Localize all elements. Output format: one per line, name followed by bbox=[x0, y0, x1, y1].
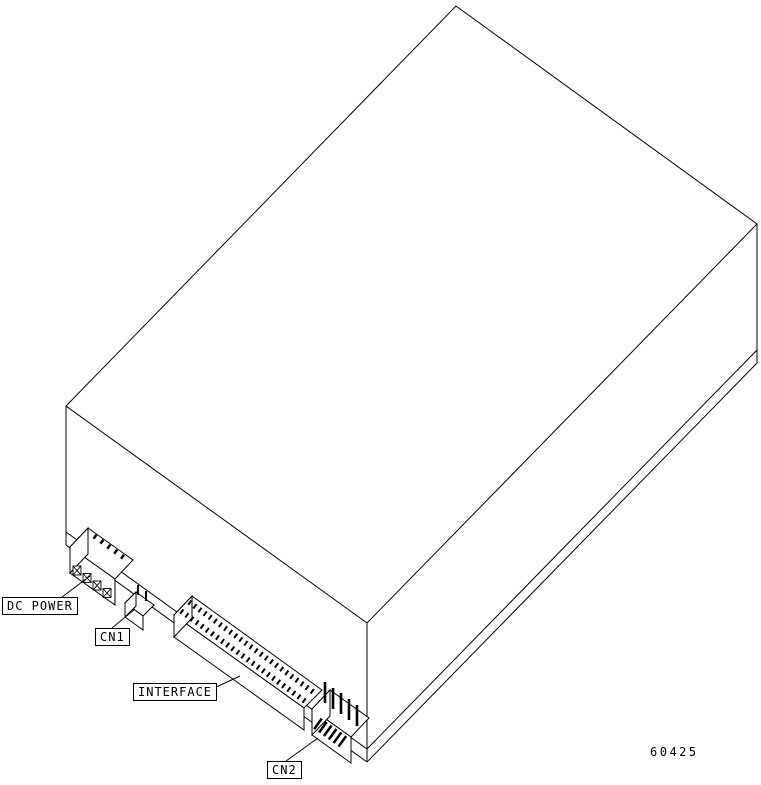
enclosure-bottom-edges bbox=[65, 362, 758, 763]
callout-cn1: CN1 bbox=[95, 628, 130, 646]
callout-dc-power: DC POWER bbox=[2, 597, 78, 615]
callout-cn2: CN2 bbox=[267, 761, 302, 779]
enclosure-outline bbox=[65, 5, 758, 763]
cn1-connector bbox=[124, 585, 155, 631]
cn1-leader bbox=[111, 608, 136, 629]
dc-power-top-pin-row bbox=[92, 533, 129, 563]
callout-cn2-label: CN2 bbox=[272, 763, 297, 777]
enclosure-base-seam-right bbox=[366, 349, 758, 750]
enclosure-top-face bbox=[65, 5, 758, 624]
cn2-connector bbox=[311, 682, 370, 764]
interface-connector bbox=[173, 594, 323, 731]
interface-pin-row-back bbox=[187, 599, 318, 697]
dc-power-connector bbox=[69, 526, 134, 606]
dc-power-end-face bbox=[69, 526, 89, 575]
cn2-pins bbox=[323, 682, 359, 726]
interface-pin-row-front bbox=[179, 608, 308, 705]
callout-interface-label: INTERFACE bbox=[138, 685, 213, 699]
dc-power-leader bbox=[61, 575, 91, 598]
callout-leader-lines bbox=[61, 575, 319, 762]
cn1-pins bbox=[137, 585, 147, 601]
callout-interface: INTERFACE bbox=[133, 683, 218, 701]
interface-end-face bbox=[173, 594, 193, 639]
callout-cn1-label: CN1 bbox=[100, 630, 125, 644]
cn2-leader bbox=[285, 737, 319, 762]
callout-dc-power-label: DC POWER bbox=[7, 599, 73, 613]
figure-number: 60425 bbox=[650, 745, 699, 759]
